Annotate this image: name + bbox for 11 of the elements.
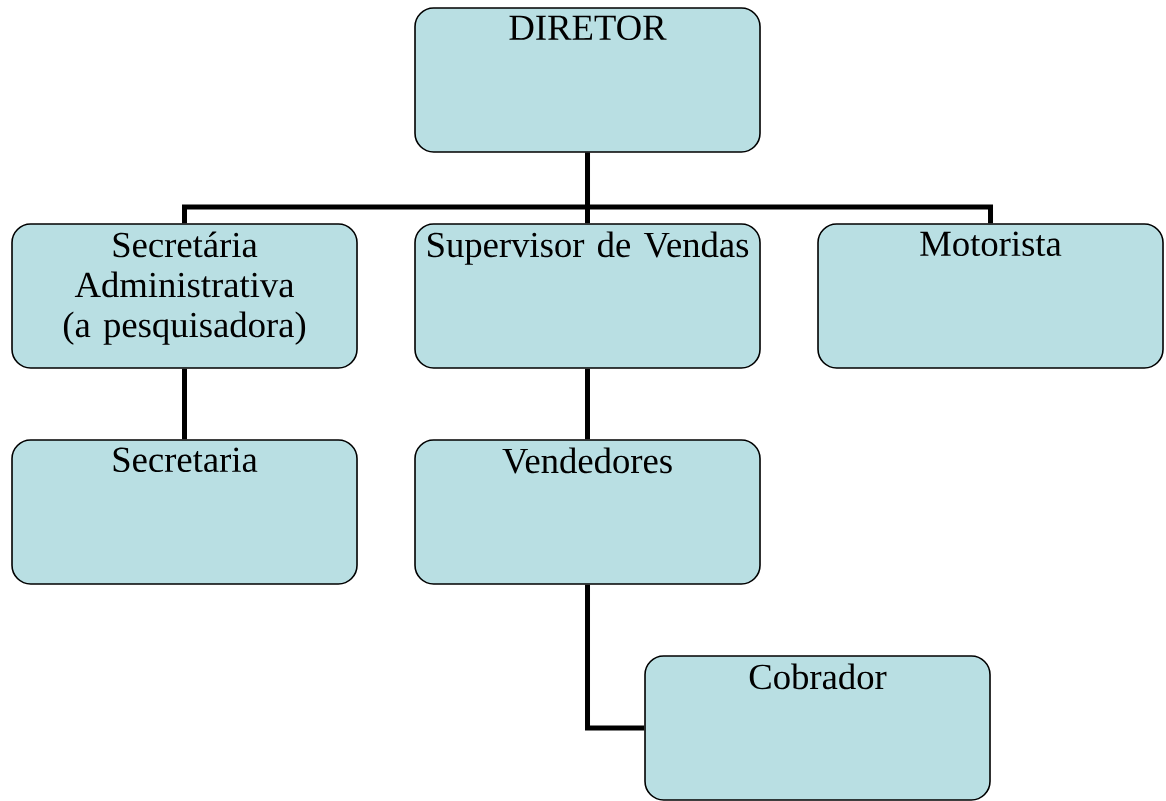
connector-line bbox=[585, 152, 993, 224]
org-box: Cobrador bbox=[644, 655, 991, 801]
org-box: Secretaria bbox=[11, 439, 358, 585]
org-box: Motorista bbox=[817, 223, 1164, 369]
connector-line bbox=[585, 368, 590, 440]
org-box: Secretária Administrativa (a pesquisadora) bbox=[11, 223, 358, 369]
connector-line bbox=[585, 584, 645, 731]
connector-line bbox=[182, 368, 187, 440]
org-box: Supervisor de Vendas bbox=[414, 223, 761, 369]
org-box: DIRETOR bbox=[414, 7, 761, 153]
org-box: Vendedores bbox=[414, 439, 761, 585]
